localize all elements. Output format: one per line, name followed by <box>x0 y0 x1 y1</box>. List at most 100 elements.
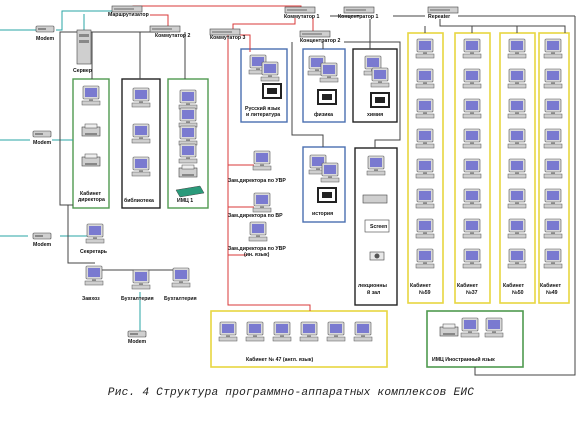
concentrator2-label: Концентратор 2 <box>300 38 341 44</box>
red-line-cab47 <box>227 255 311 311</box>
imc1-label: ИМЦ 1 <box>177 198 194 204</box>
pc-lecture <box>366 155 386 176</box>
pc-cab47-4 <box>299 321 319 342</box>
accounting2-label: Бухгалтерия <box>164 296 197 302</box>
pc-accounting-1 <box>131 269 151 290</box>
router-label: Маршрутизатор <box>108 12 149 18</box>
pc-cab37-3 <box>462 98 482 119</box>
pc-cab49-4 <box>543 128 563 149</box>
pc-cab37-8 <box>462 248 482 269</box>
pc-cab49-1 <box>543 38 563 59</box>
pc-deputy-vr <box>252 192 272 213</box>
pc-cab50-1 <box>507 38 527 59</box>
pc-cab59-6 <box>415 188 435 209</box>
pc-library-3 <box>131 156 151 177</box>
lecture-hall-box <box>354 147 398 306</box>
imc1-box <box>167 78 209 209</box>
switch1-label: Коммутатор 1 <box>284 14 320 20</box>
pc-imc-foreign-1 <box>460 317 480 338</box>
modem4-label: Modem <box>128 339 147 345</box>
library-label: библиотека <box>124 198 154 204</box>
pc-cab49-3 <box>543 98 563 119</box>
pc-cab59-5 <box>415 158 435 179</box>
screen-label: Screen <box>370 224 388 230</box>
zavhoz-label: Завхоз <box>82 296 100 302</box>
russian-box <box>240 48 288 123</box>
cab50-label-1: Кабинет <box>503 283 524 289</box>
pc-cab47-2 <box>245 321 265 342</box>
concentrator1-label: Концентратор 1 <box>338 14 379 20</box>
cab37-label-1: Кабинет <box>457 283 478 289</box>
screen-lecture <box>364 219 390 233</box>
pc-cab49-8 <box>543 248 563 269</box>
pc-imc-foreign-2 <box>484 317 504 338</box>
history-box <box>302 146 346 223</box>
pc-history-2 <box>320 162 340 183</box>
chemistry-box <box>352 48 398 123</box>
cab50-label-2: №50 <box>512 290 524 296</box>
pc-imc1-1 <box>178 89 198 110</box>
pc-secretary <box>85 223 105 244</box>
pc-cab50-3 <box>507 98 527 119</box>
pc-cab37-2 <box>462 68 482 89</box>
pc-cab49-7 <box>543 218 563 239</box>
red-line-router-switch1 <box>132 5 302 12</box>
pc-physics-2 <box>319 62 339 83</box>
secretary-label: Секретарь <box>80 249 107 255</box>
black-line-switch2-director <box>91 31 170 79</box>
deputy-vr-label: Зам.директора по ВР <box>228 213 283 219</box>
lecture-label-2: й зал <box>367 290 381 296</box>
director-office-box <box>72 78 110 209</box>
accounting1-label: Бухгалтерия <box>121 296 154 302</box>
physics-label: физика <box>314 112 333 118</box>
concentrator2-device <box>299 30 331 38</box>
pc-director-1 <box>81 85 101 106</box>
library-box <box>121 78 161 209</box>
deputy-uvr-lang-label-1: Зам.директора по УВР <box>228 246 286 252</box>
pc-cab37-5 <box>462 158 482 179</box>
lecture-label-1: лекционны <box>358 283 387 289</box>
switch2-device <box>149 25 181 33</box>
pc-cab47-1 <box>218 321 238 342</box>
pc-library-1 <box>131 87 151 108</box>
repeater-device <box>427 6 459 14</box>
projector-physics <box>317 89 337 105</box>
cab49-label-2: №49 <box>546 290 558 296</box>
figure-caption: Рис. 4 Структура программно-аппаратных к… <box>107 387 475 399</box>
switch2-label: Коммутатор 2 <box>155 33 191 39</box>
printer-imc1 <box>178 164 198 178</box>
pc-cab49-2 <box>543 68 563 89</box>
cabinet-columns <box>415 38 563 269</box>
chemistry-label: химия <box>367 112 384 118</box>
repeater-label: Repeater <box>428 14 451 20</box>
director-office-label-2: директора <box>78 197 105 203</box>
history-label: история <box>312 211 334 217</box>
deputy-uvr-lang-label-2: (ин. язык) <box>244 252 270 258</box>
pc-accounting-2 <box>171 267 191 288</box>
pc-cab50-7 <box>507 218 527 239</box>
teal-line-router-modem1 <box>56 10 112 31</box>
black-line-history <box>291 42 324 147</box>
projector-russian <box>262 83 282 99</box>
director-office-label-1: Кабинет <box>80 191 101 197</box>
modem2-label: Modem <box>33 140 52 146</box>
pc-imc1-2 <box>178 107 198 128</box>
pc-cab59-7 <box>415 218 435 239</box>
pc-chemistry-2 <box>370 67 390 88</box>
pc-cab59-4 <box>415 128 435 149</box>
pc-cab47-3 <box>272 321 292 342</box>
pc-cab49-6 <box>543 188 563 209</box>
pc-cab37-7 <box>462 218 482 239</box>
fax-director <box>81 153 101 167</box>
pc-deputy-uvr <box>252 150 272 171</box>
pc-imc1-4 <box>178 143 198 164</box>
pc-cab59-2 <box>415 68 435 89</box>
scanner-imc1 <box>175 185 205 198</box>
modem1-label: Modem <box>36 36 55 42</box>
switch1-device <box>284 6 316 14</box>
projector-history <box>317 187 337 203</box>
modem3-device <box>32 232 52 240</box>
camera-lecture <box>369 251 385 261</box>
pc-cab59-3 <box>415 98 435 119</box>
